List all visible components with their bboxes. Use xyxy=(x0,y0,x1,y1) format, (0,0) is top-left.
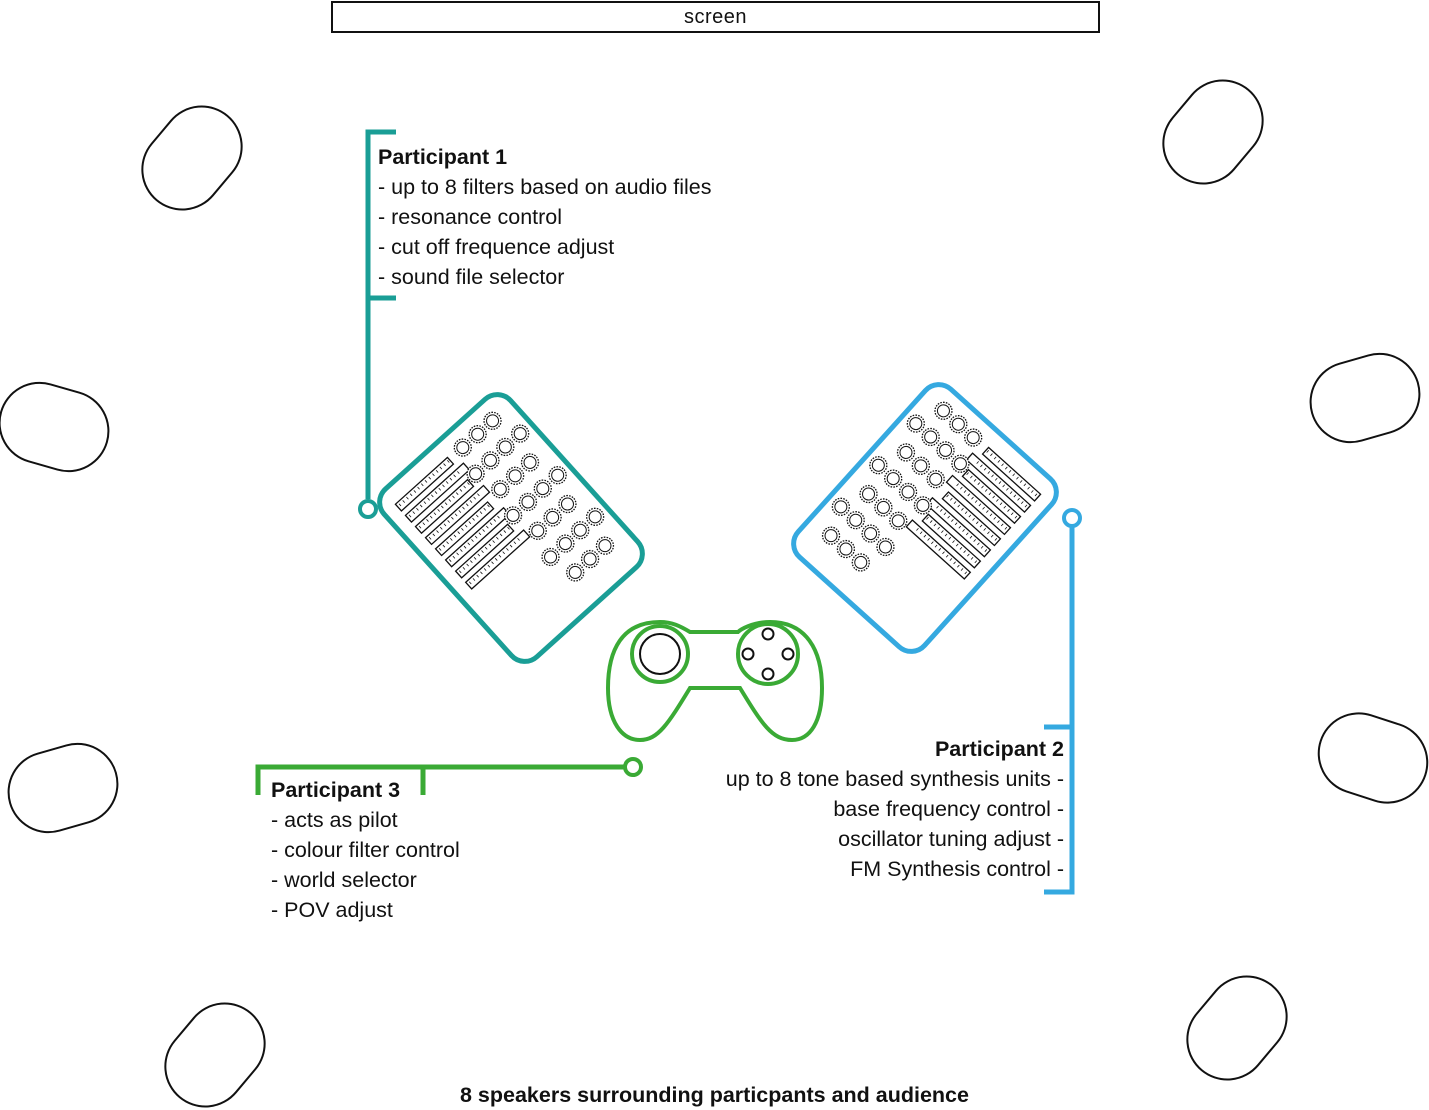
participant2-item: FM Synthesis control - xyxy=(850,857,1064,881)
participant2-title: Participant 2 xyxy=(934,737,1064,761)
participant1-item: - up to 8 filters based on audio files xyxy=(378,175,712,199)
speaker-icon xyxy=(1317,712,1429,804)
participant3-item: - colour filter control xyxy=(271,838,460,862)
participant3-item: - world selector xyxy=(271,868,417,892)
participant1-label: Participant 1 - up to 8 filters based on… xyxy=(378,142,711,292)
participant3-connector xyxy=(255,757,643,795)
participant1-title: Participant 1 xyxy=(378,145,508,169)
participant1-item: - sound file selector xyxy=(378,265,565,289)
speaker-icon xyxy=(1309,352,1421,444)
speaker-icon xyxy=(0,381,110,473)
speaker-icon xyxy=(1162,79,1264,185)
participant1-connector xyxy=(358,129,396,519)
participant2-item: oscillator tuning adjust - xyxy=(838,827,1064,851)
screen: screen xyxy=(331,1,1100,33)
participant1-item: - resonance control xyxy=(378,205,563,229)
gamepad-icon xyxy=(605,619,825,743)
participant2-connector xyxy=(1044,508,1082,895)
participant1-controller-icon xyxy=(377,392,645,664)
speaker-icon xyxy=(164,1002,266,1108)
footer-caption: 8 speakers surrounding particpants and a… xyxy=(460,1083,969,1107)
speaker-icon xyxy=(1186,975,1288,1081)
participant3-item: - acts as pilot xyxy=(271,808,398,832)
participant2-controller-icon xyxy=(791,382,1059,654)
speaker-icon xyxy=(7,742,119,834)
participant3-item: - POV adjust xyxy=(271,898,393,922)
participant2-label: Participant 2 up to 8 tone based synthes… xyxy=(726,734,1064,884)
participant2-item: base frequency control - xyxy=(833,797,1064,821)
speaker-icon xyxy=(141,105,243,211)
participant2-item: up to 8 tone based synthesis units - xyxy=(725,767,1064,791)
screen-label: screen xyxy=(683,6,748,28)
participant3-label: Participant 3 - acts as pilot - colour f… xyxy=(271,775,460,925)
participant3-title: Participant 3 xyxy=(271,778,401,802)
participant1-item: - cut off frequence adjust xyxy=(378,235,615,259)
